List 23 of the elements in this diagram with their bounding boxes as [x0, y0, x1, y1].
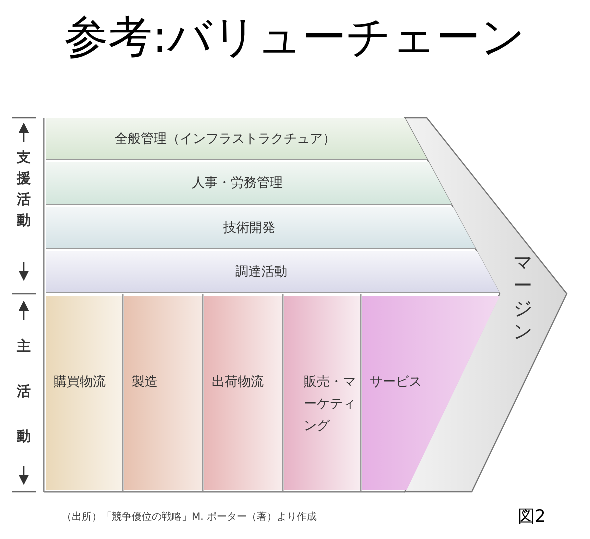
support-activity-band — [46, 118, 428, 160]
column-label: 購買物流 — [54, 374, 106, 392]
source-caption: （出所）「競争優位の戦略」M. ポーター（著）より作成 — [62, 510, 317, 524]
primary-activity-column — [204, 296, 282, 490]
band-label: 人事・労務管理 — [192, 175, 283, 192]
section-label: 主活動 — [16, 338, 32, 447]
band-label: 調達活動 — [236, 264, 288, 280]
column-label: サービス — [370, 374, 422, 392]
band-label: 全般管理（インフラストラクチュア） — [115, 130, 336, 148]
column-label: 販売・マーケティング — [304, 374, 357, 436]
support-activity-band — [46, 207, 476, 249]
primary-activity-column — [284, 296, 360, 490]
support-activity-band — [46, 251, 500, 293]
band-label: 技術開発 — [224, 220, 276, 236]
primary-activity-column — [46, 296, 122, 490]
diagram-title: 参考:バリューチェーン — [64, 11, 526, 65]
margin-label: マージン — [513, 252, 533, 344]
figure-number: 図2 — [518, 506, 546, 528]
support-activity-band — [46, 162, 452, 205]
section-label: 支援活動 — [16, 149, 32, 231]
column-label: 製造 — [132, 374, 158, 392]
column-label: 出荷物流 — [212, 374, 264, 392]
primary-activity-column — [124, 296, 202, 490]
